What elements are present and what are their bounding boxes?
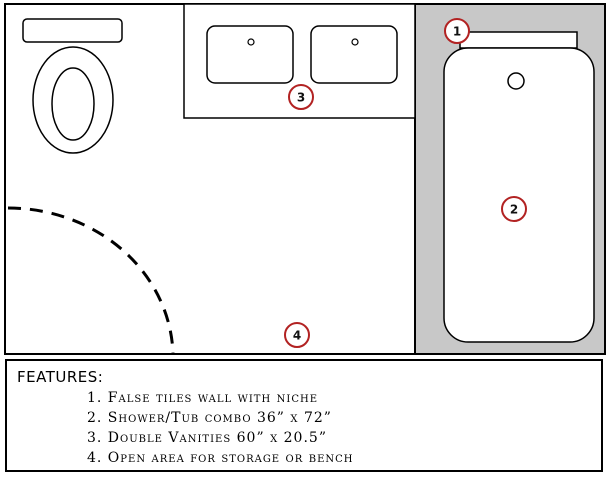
marker-3: 3 <box>288 84 314 110</box>
vanity-sink-left <box>206 25 294 84</box>
feature-item-4: 4. Open area for storage or bench <box>87 450 354 466</box>
features-list: 1. False tiles wall with niche 2. Shower… <box>87 388 354 468</box>
toilet-tank <box>22 18 123 43</box>
features-title: FEATURES: <box>17 368 104 386</box>
toilet-seat-opening <box>51 67 95 141</box>
marker-4-label: 4 <box>293 329 301 343</box>
marker-1: 1 <box>444 18 470 44</box>
features-legend: FEATURES: 1. False tiles wall with niche… <box>5 359 603 472</box>
sink-drain-left <box>247 38 255 46</box>
marker-2: 2 <box>501 196 527 222</box>
tub-drain <box>507 72 525 90</box>
bathroom-floor-plan: 1 2 3 4 <box>4 3 606 355</box>
feature-item-1: 1. False tiles wall with niche <box>87 390 319 406</box>
sink-drain-right <box>351 38 359 46</box>
bathtub <box>443 47 595 343</box>
marker-2-label: 2 <box>510 203 518 217</box>
marker-3-label: 3 <box>297 91 305 105</box>
marker-4: 4 <box>284 322 310 348</box>
vanity-sink-right <box>310 25 398 84</box>
false-tile-wall-niche <box>459 31 578 49</box>
feature-item-3: 3. Double Vanities 60” x 20.5” <box>87 430 327 446</box>
feature-item-2: 2. Shower/Tub combo 36” x 72” <box>87 410 332 426</box>
marker-1-label: 1 <box>453 25 461 39</box>
